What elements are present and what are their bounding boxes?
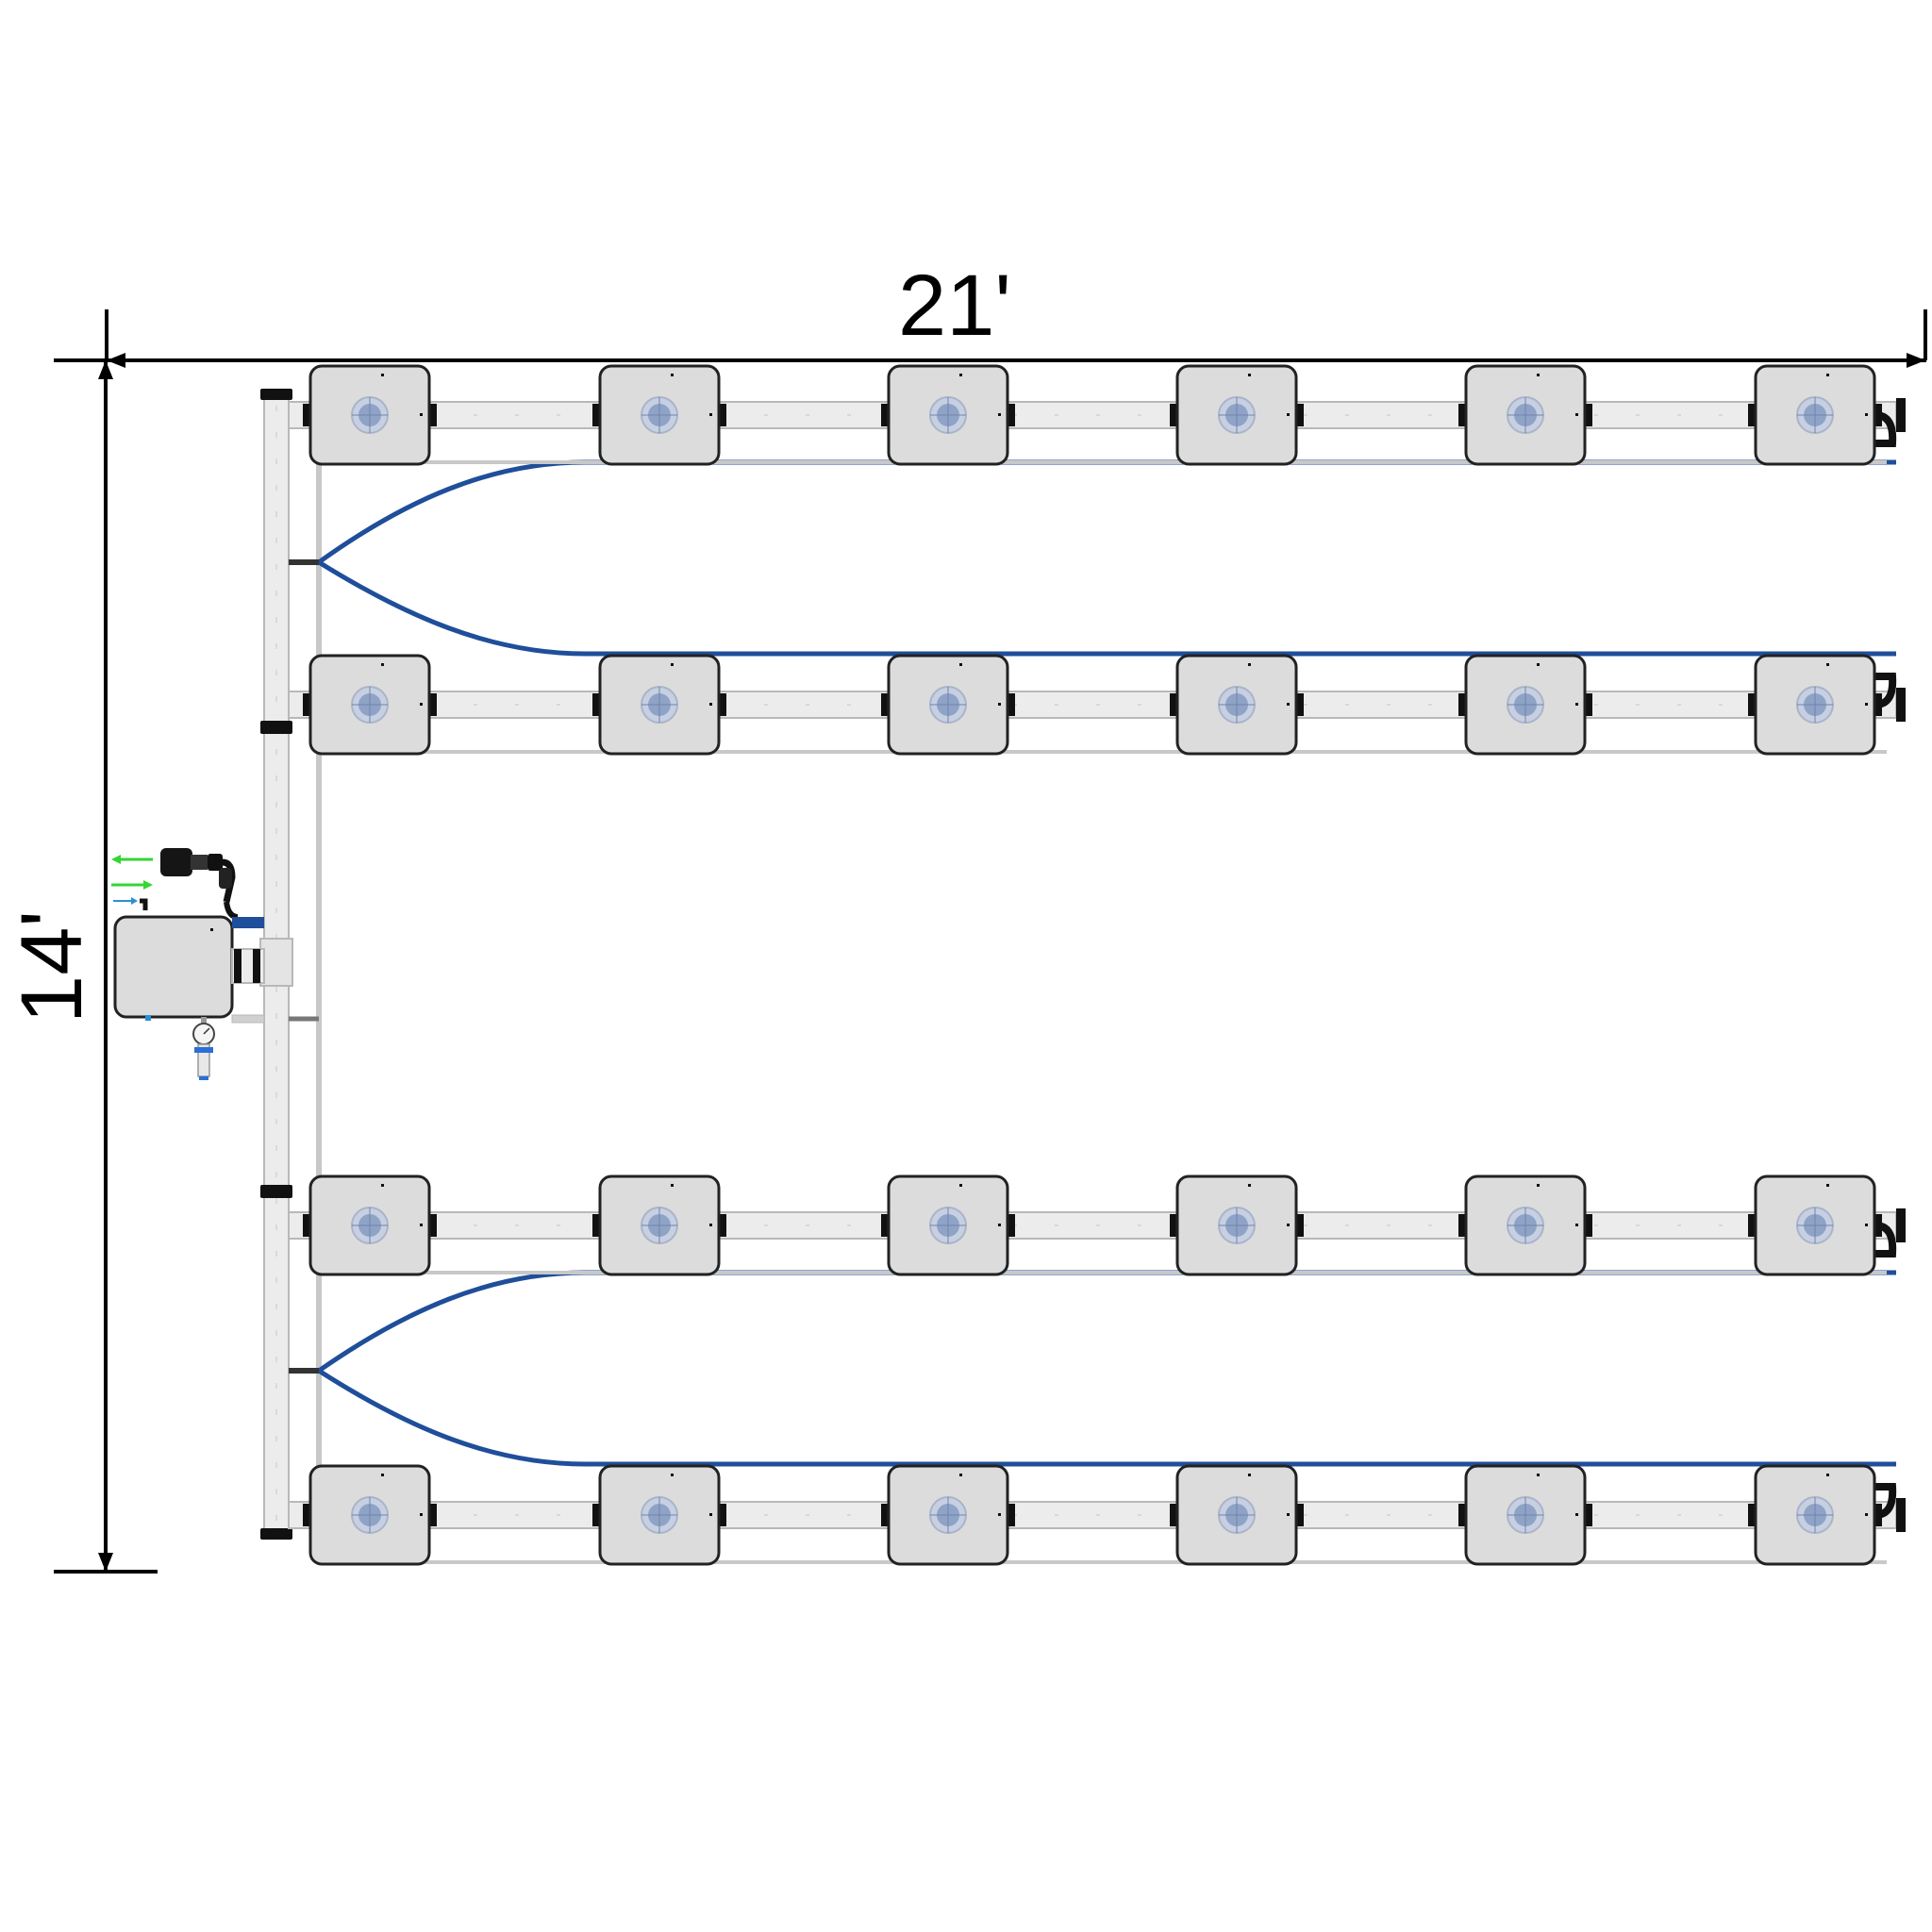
arrow-drain-icon <box>131 897 138 905</box>
grow-pot-icon <box>1748 654 1882 756</box>
grow-pot-icon <box>1748 364 1882 466</box>
grow-pot-icon <box>1458 1464 1592 1566</box>
arrow-left-icon <box>107 353 125 368</box>
row-pipe <box>288 1501 1897 1529</box>
grow-pot-icon <box>881 364 1015 466</box>
end-cap-icon <box>1896 1208 1906 1242</box>
grow-pot-icon <box>1458 654 1592 756</box>
grow-pot-icon <box>303 1464 437 1566</box>
grow-pot-icon <box>1458 1174 1592 1276</box>
hose-lower <box>317 559 1896 657</box>
valve-icon <box>194 1043 213 1080</box>
arrow-out-icon <box>111 855 121 864</box>
pressure-gauge-icon <box>192 1017 215 1045</box>
row-pipe <box>288 401 1897 429</box>
width-dimension: 21' <box>54 258 1927 368</box>
header-coupling-2 <box>260 1185 292 1198</box>
header-cap-top <box>260 389 292 400</box>
height-dimension: 14' <box>4 360 158 1574</box>
row-pipe <box>288 1211 1897 1240</box>
pot-row-1 <box>288 364 1906 466</box>
reservoir-controller-icon <box>113 915 234 1019</box>
hose-pair-1 <box>289 459 1896 657</box>
grow-pot-icon <box>303 1174 437 1276</box>
grow-pot-icon <box>881 1464 1015 1566</box>
header-coupling-1 <box>260 721 292 734</box>
grow-pot-icon <box>881 654 1015 756</box>
arrow-in-icon <box>143 880 153 890</box>
arrow-down-icon <box>98 1553 113 1572</box>
grow-pot-icon <box>881 1174 1015 1276</box>
controller-assembly <box>111 848 265 1080</box>
grow-pot-icon <box>592 1464 726 1566</box>
inlet-connector-icon <box>232 917 264 928</box>
hose-upper <box>317 1270 1896 1374</box>
grow-pot-icon <box>1170 1464 1304 1566</box>
width-label: 21' <box>898 258 1011 354</box>
pump-icon <box>160 848 239 920</box>
grow-pot-icon <box>592 364 726 466</box>
grow-pot-icon <box>303 364 437 466</box>
end-cap-icon <box>1896 1498 1906 1532</box>
grow-pot-icon <box>1458 364 1592 466</box>
grow-pot-icon <box>1170 364 1304 466</box>
height-label: 14' <box>4 910 100 1024</box>
hose-lower <box>317 1368 1896 1467</box>
header-cap-bottom <box>260 1528 292 1540</box>
hose-upper <box>317 459 1896 565</box>
drain-fitting-icon <box>140 898 148 910</box>
end-cap-icon <box>1896 398 1906 432</box>
grow-pot-icon <box>1170 1174 1304 1276</box>
grow-pot-icon <box>1748 1464 1882 1566</box>
header-tee <box>259 938 293 987</box>
grow-pot-icon <box>1170 654 1304 756</box>
row-pipe <box>288 691 1897 719</box>
pot-row-4 <box>288 1464 1906 1566</box>
main-header-pipe <box>259 389 322 1540</box>
pot-row-2 <box>288 654 1906 756</box>
flow-arrows <box>111 855 153 905</box>
grow-pot-icon <box>592 654 726 756</box>
arrow-up-icon <box>98 360 113 379</box>
end-cap-icon <box>1896 688 1906 722</box>
arrow-right-icon <box>1907 353 1925 368</box>
grow-pot-icon <box>303 654 437 756</box>
pot-rows <box>288 364 1906 1566</box>
hose-pair-2 <box>289 1270 1896 1467</box>
pot-row-3 <box>288 1174 1906 1276</box>
grow-pot-icon <box>1748 1174 1882 1276</box>
grow-pot-icon <box>592 1174 726 1276</box>
